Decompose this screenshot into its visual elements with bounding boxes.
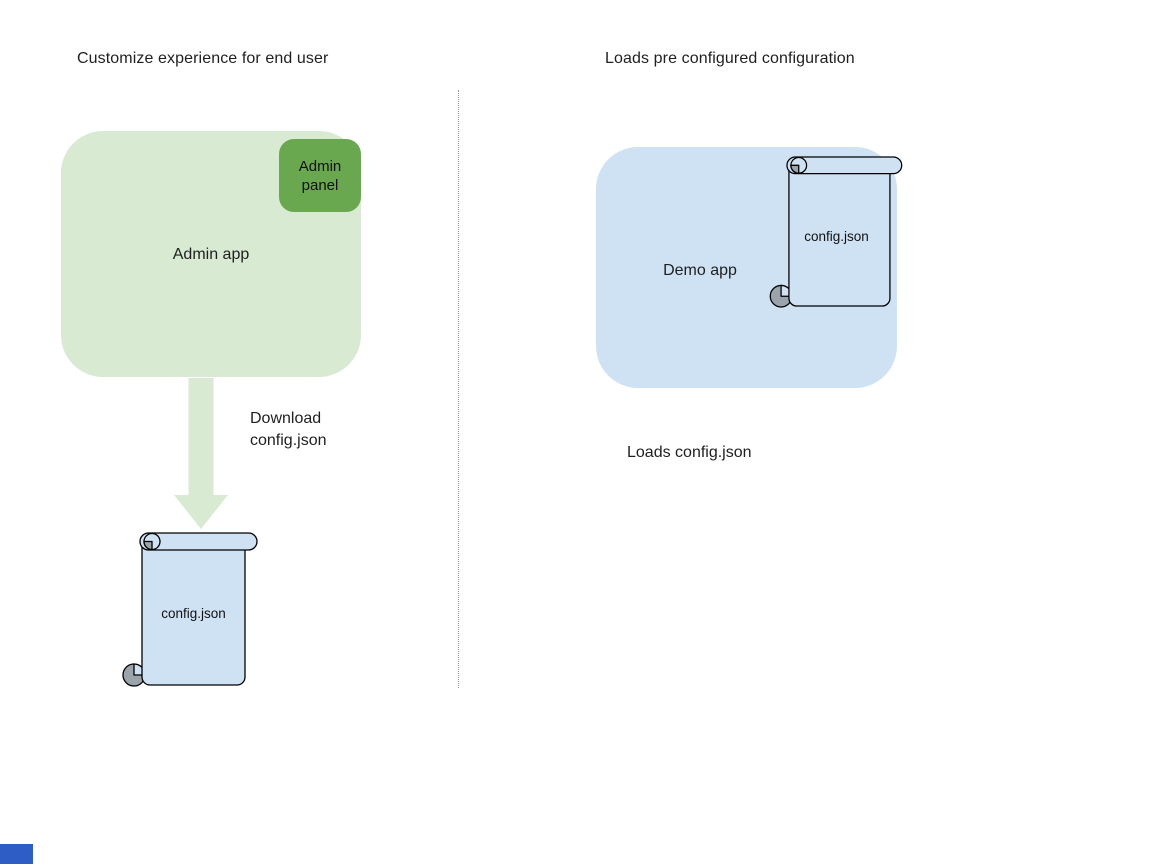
- left-section-title: Customize experience for end user: [77, 50, 329, 67]
- download-arrow-icon: [174, 378, 228, 529]
- download-arrow-label: Download config.json: [250, 410, 327, 449]
- section-divider: [458, 90, 459, 688]
- admin-app-label: Admin app: [172, 246, 250, 263]
- loads-config-caption: Loads config.json: [627, 444, 752, 461]
- corner-clipped-shape: [0, 844, 33, 864]
- config-json-label: config.json: [161, 606, 226, 621]
- right-section-title: Loads pre configured configuration: [605, 50, 855, 67]
- config-json-label-right: config.json: [804, 229, 869, 244]
- admin-panel-badge: Admin panel: [279, 139, 361, 212]
- admin-panel-label: Admin panel: [298, 157, 342, 194]
- demo-app-label: Demo app: [663, 262, 737, 279]
- config-json-scroll-icon: [122, 532, 258, 687]
- config-json-scroll-icon-right: [769, 156, 903, 308]
